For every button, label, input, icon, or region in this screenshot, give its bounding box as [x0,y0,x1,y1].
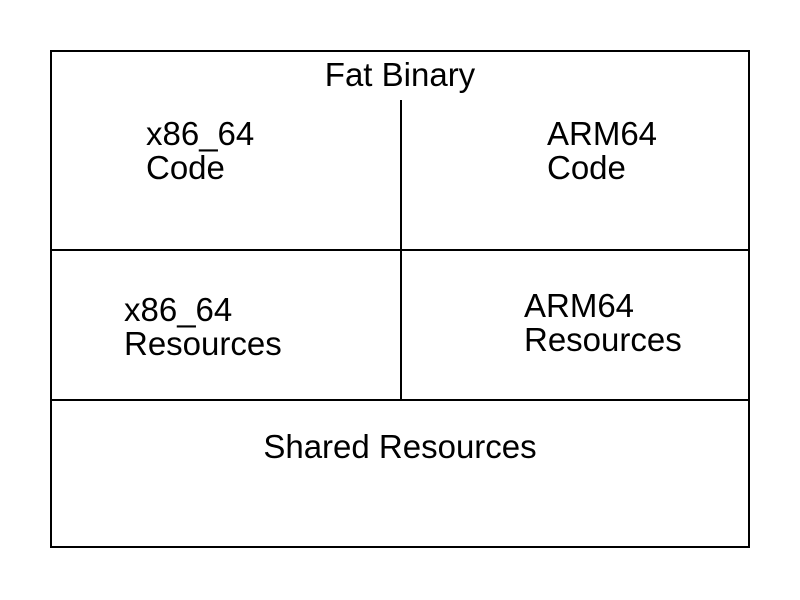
divider-vertical-arch [400,100,402,399]
cell-x86-resources: x86_64 Resources [124,293,282,361]
cell-x86-code-line1: x86_64 [146,115,255,152]
cell-arm64-resources-line1: ARM64 [524,287,635,324]
cell-arm64-code: ARM64 Code [547,117,657,185]
cell-x86-code-line2: Code [146,149,225,186]
diagram-outer-box: Fat Binary x86_64 Code ARM64 Code x86_64… [50,50,750,548]
cell-x86-code: x86_64 Code [146,117,254,185]
diagram-inner-area: Fat Binary x86_64 Code ARM64 Code x86_64… [52,52,748,546]
diagram-title: Fat Binary [324,56,476,93]
cell-arm64-resources: ARM64 Resources [524,289,682,357]
cell-arm64-code-line2: Code [547,149,626,186]
cell-arm64-resources-line2: Resources [524,321,682,358]
divider-resources-shared [52,399,748,401]
cell-arm64-code-line1: ARM64 [547,115,658,152]
cell-shared-resources: Shared Resources [263,428,537,465]
cell-x86-resources-line2: Resources [124,325,282,362]
cell-x86-resources-line1: x86_64 [124,291,233,328]
